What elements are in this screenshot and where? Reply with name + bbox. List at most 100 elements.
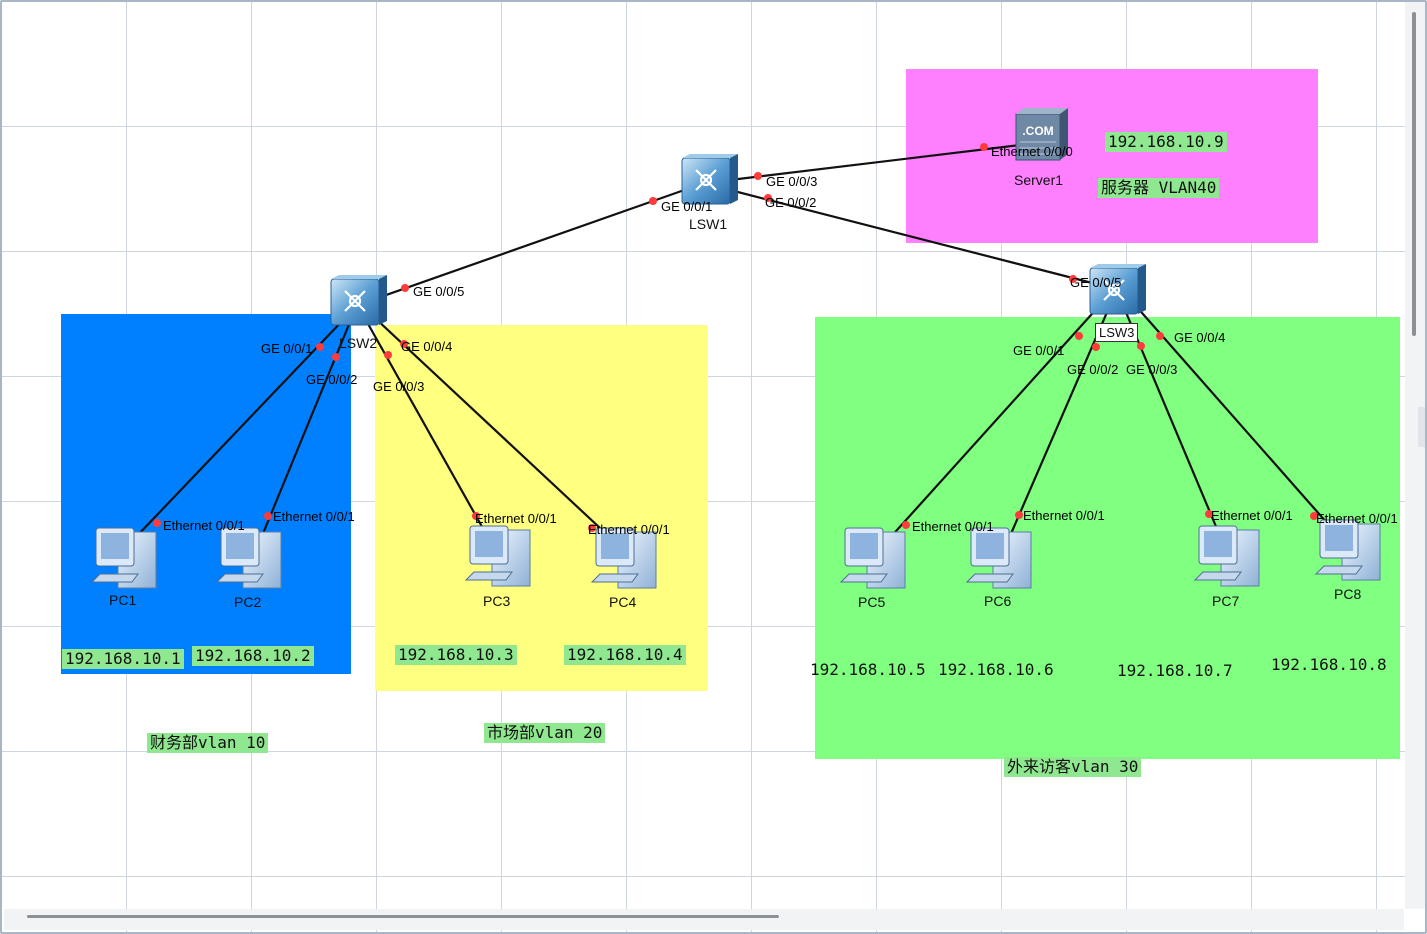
port-label: Ethernet 0/0/1	[1023, 508, 1105, 523]
pc-icon	[965, 527, 1032, 589]
port-label: Ethernet 0/0/1	[1316, 511, 1398, 526]
device-name-server1[interactable]: Server1	[1014, 172, 1064, 188]
port-label: GE 0/0/1	[261, 341, 313, 356]
device-name-pc8[interactable]: PC8	[1334, 586, 1362, 602]
vertical-scroll-thumb[interactable]	[1412, 12, 1416, 336]
port-label: Ethernet 0/0/1	[273, 509, 355, 524]
port-dot	[588, 524, 596, 532]
switch-icon	[681, 154, 738, 205]
device-name-pc7[interactable]: PC7	[1212, 593, 1240, 609]
panel-collapse-handle[interactable]	[1418, 407, 1425, 447]
svg-text:.COM: .COM	[1022, 124, 1053, 138]
port-dot	[400, 340, 408, 348]
switch-icon	[330, 275, 387, 326]
vlan-label-market[interactable]: 市场部vlan 20	[484, 723, 606, 743]
port-label: GE 0/0/1	[1013, 343, 1065, 358]
port-label: GE 0/0/4	[1174, 330, 1226, 345]
pc-icon	[590, 527, 657, 589]
port-dot	[332, 353, 340, 361]
pc-icon	[1314, 519, 1381, 581]
port-label: GE 0/0/5	[1070, 275, 1122, 290]
port-dot	[764, 194, 772, 202]
port-label: GE 0/0/2	[1067, 362, 1119, 377]
device-name-pc1[interactable]: PC1	[109, 592, 137, 608]
device-name-pc5[interactable]: PC5	[858, 594, 886, 610]
port-dot	[1156, 332, 1164, 340]
pc-icon	[839, 527, 906, 589]
link-lsw3-pc5	[887, 304, 1101, 541]
ip-label-pc4[interactable]: 192.168.10.4	[564, 645, 686, 665]
ip-label-server[interactable]: 192.168.10.9	[1105, 132, 1227, 152]
port-dot	[1310, 512, 1318, 520]
port-label: GE 0/0/2	[306, 372, 358, 387]
port-dot	[1075, 332, 1083, 340]
finance-area[interactable]	[61, 314, 351, 674]
port-label: GE 0/0/3	[766, 174, 818, 189]
vlan-label-server[interactable]: 服务器 VLAN40	[1098, 178, 1220, 198]
device-name-lsw2[interactable]: LSW2	[339, 335, 378, 351]
port-dot	[472, 512, 480, 520]
pc-icon	[464, 525, 531, 587]
port-label: GE 0/0/3	[1126, 362, 1178, 377]
port-dot	[1205, 510, 1213, 518]
port-dot	[264, 512, 272, 520]
ip-label-pc5[interactable]: 192.168.10.5	[810, 660, 926, 679]
port-label: Ethernet 0/0/1	[912, 519, 994, 534]
ip-label-pc3[interactable]: 192.168.10.3	[395, 645, 517, 665]
port-label: Ethernet 0/0/0	[991, 144, 1073, 159]
port-dot	[401, 284, 409, 292]
port-label: GE 0/0/1	[661, 199, 713, 214]
vlan-label-visitor[interactable]: 外来访客vlan 30	[1004, 757, 1142, 777]
pc-icon	[1193, 525, 1260, 587]
market-area[interactable]	[375, 325, 708, 691]
link-lsw3-pc8	[1134, 304, 1336, 533]
port-label: Ethernet 0/0/1	[163, 518, 245, 533]
pc-icon	[215, 527, 282, 589]
ip-label-pc8[interactable]: 192.168.10.8	[1271, 655, 1387, 674]
port-dot	[754, 172, 762, 180]
vertical-scrollbar[interactable]	[1405, 2, 1425, 909]
port-label: GE 0/0/4	[401, 339, 453, 354]
device-name-lsw1[interactable]: LSW1	[689, 216, 728, 232]
device-name-pc3[interactable]: PC3	[483, 593, 511, 609]
link-lsw1-server	[729, 143, 1021, 182]
port-dot	[153, 519, 161, 527]
port-label: Ethernet 0/0/1	[1211, 508, 1293, 523]
port-label: Ethernet 0/0/1	[475, 511, 557, 526]
port-label: GE 0/0/2	[765, 195, 817, 210]
port-dot	[1137, 342, 1145, 350]
port-dot	[902, 521, 910, 529]
device-name-pc2[interactable]: PC2	[234, 594, 262, 610]
link-lsw1-lsw3	[729, 188, 1101, 287]
server-icon: .COM	[1015, 108, 1068, 161]
port-label: GE 0/0/3	[373, 379, 425, 394]
link-lsw1-lsw2	[371, 186, 691, 302]
port-label: Ethernet 0/0/1	[588, 522, 670, 537]
device-name-lsw3[interactable]: LSW3	[1095, 323, 1139, 342]
pc-icon	[90, 527, 157, 589]
port-dot	[1015, 511, 1023, 519]
visitor-area[interactable]	[815, 317, 1400, 759]
horizontal-scrollbar[interactable]	[4, 909, 1404, 930]
port-label: GE 0/0/5	[413, 284, 465, 299]
port-dot	[316, 343, 324, 351]
port-dot	[1092, 343, 1100, 351]
port-dot	[384, 351, 392, 359]
switch-icon	[1089, 264, 1146, 315]
device-name-pc4[interactable]: PC4	[609, 594, 637, 610]
ip-label-pc6[interactable]: 192.168.10.6	[938, 660, 1054, 679]
port-dot	[980, 143, 988, 151]
ip-label-pc7[interactable]: 192.168.10.7	[1117, 661, 1233, 680]
ip-label-pc2[interactable]: 192.168.10.2	[192, 646, 314, 666]
server-area[interactable]	[906, 69, 1318, 243]
link-lsw2-pc4	[374, 317, 616, 543]
horizontal-scroll-thumb[interactable]	[27, 915, 779, 918]
port-dot	[649, 197, 657, 205]
port-dot	[1069, 275, 1077, 283]
link-lsw2-pc1	[134, 317, 346, 539]
vlan-label-finance[interactable]: 财务部vlan 10	[147, 733, 269, 753]
link-lsw3-pc6	[1008, 309, 1110, 537]
ip-label-pc1[interactable]: 192.168.10.1	[62, 649, 184, 669]
device-name-pc6[interactable]: PC6	[984, 593, 1012, 609]
